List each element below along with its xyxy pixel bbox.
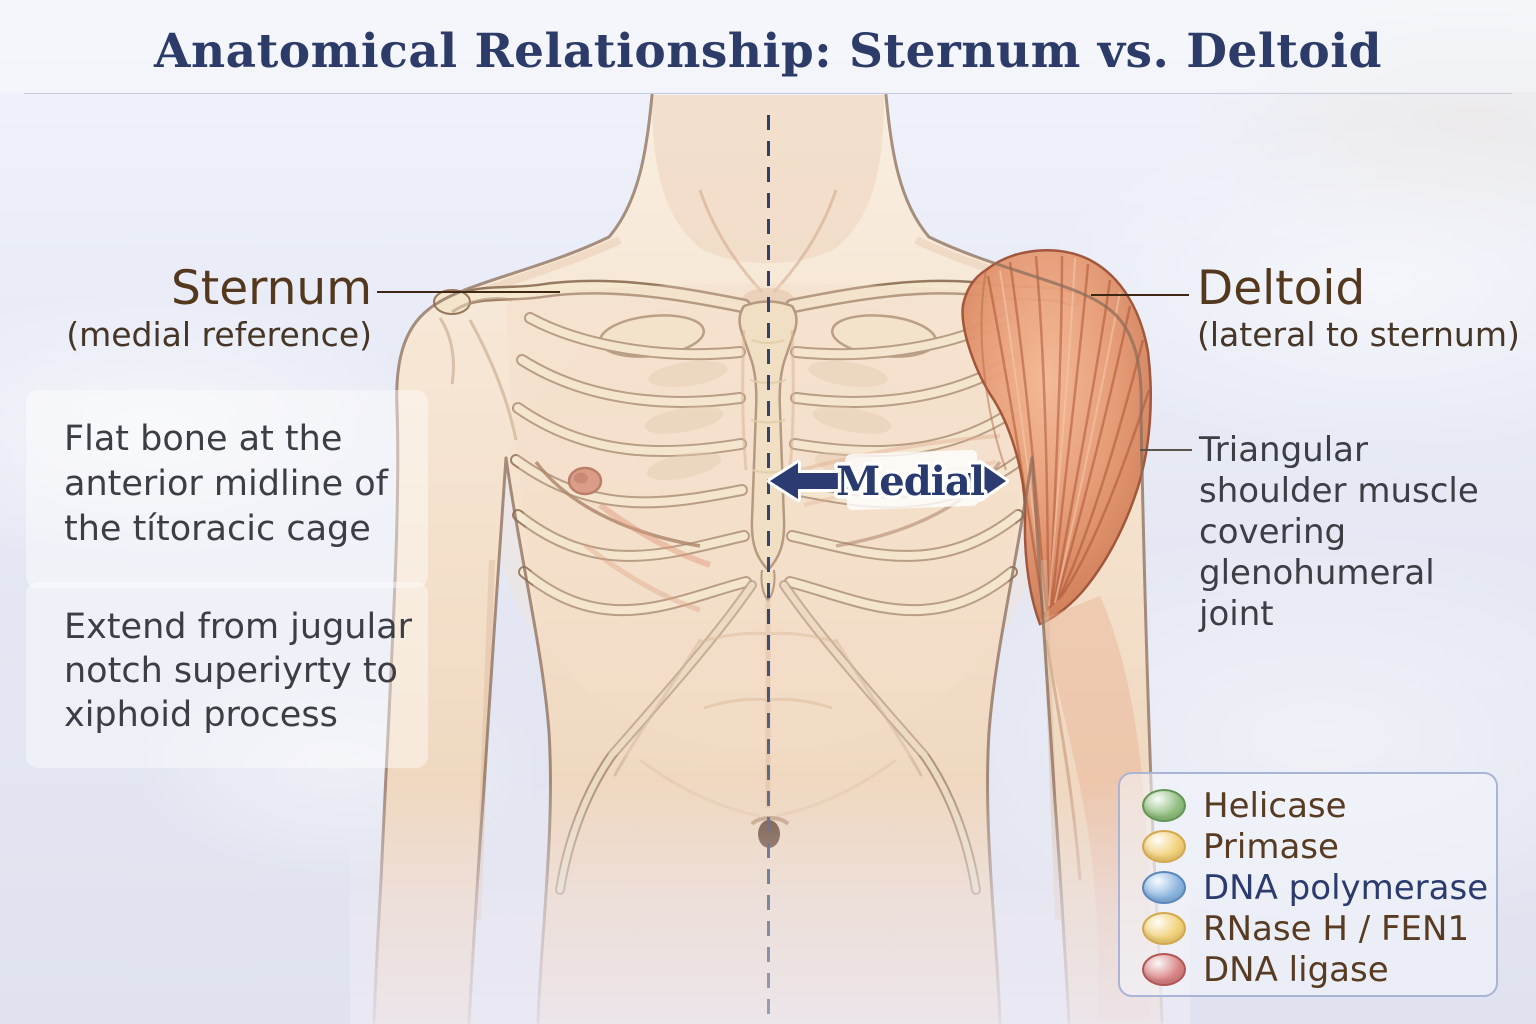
- deltoid-desc-leader-line: [1140, 449, 1192, 451]
- legend-row: Primase: [1142, 826, 1496, 867]
- medial-label: Medial: [836, 458, 985, 505]
- deltoid-description: Triangular shoulder muscle covering glen…: [1199, 430, 1479, 634]
- legend-row: Helicase: [1142, 785, 1496, 826]
- legend-label: Helicase: [1203, 785, 1347, 826]
- sternum-label-block: Sternum (medial reference): [40, 263, 372, 354]
- title-divider: [24, 93, 1512, 94]
- skin-wash: [506, 283, 1032, 764]
- sternum-description-2: Extend from jugular notch superiyrty to …: [64, 607, 413, 735]
- legend-swatch: [1142, 830, 1186, 863]
- sternum-desc-panel-2: [26, 582, 428, 768]
- legend-swatch: [1142, 789, 1186, 822]
- sternum-desc-panel-1: [26, 390, 428, 588]
- deltoid-label: Deltoid: [1197, 261, 1366, 316]
- legend-label: DNA polymerase: [1203, 867, 1489, 908]
- medial-label-card: [845, 449, 979, 511]
- deltoid-label-block: Deltoid (lateral to sternum): [1197, 263, 1527, 354]
- legend-swatch: [1142, 871, 1186, 904]
- legend-row: DNA polymerase: [1142, 867, 1496, 908]
- legend-label: Primase: [1203, 826, 1339, 867]
- page-title: Anatomical Relationship: Sternum vs. Del…: [154, 24, 1382, 79]
- sternum-label: Sternum: [170, 261, 372, 316]
- sternum-sublabel: (medial reference): [66, 314, 372, 354]
- sternum-description-1: Flat bone at the anterior midline of the…: [64, 419, 388, 549]
- legend-box: Helicase Primase DNA polymerase RNase H …: [1118, 772, 1498, 997]
- legend-label: DNA ligase: [1203, 949, 1389, 990]
- legend-swatch: [1142, 953, 1186, 986]
- medial-arrow-badge: Medial: [767, 449, 1009, 511]
- legend-label: RNase H / FEN1: [1203, 908, 1470, 949]
- deltoid-sublabel: (lateral to sternum): [1197, 314, 1520, 354]
- nipple-left: [567, 466, 603, 496]
- legend-swatch: [1142, 912, 1186, 945]
- sternum-leader-line: [377, 291, 560, 293]
- legend-row: DNA ligase: [1142, 949, 1496, 990]
- deltoid-leader-line: [1091, 294, 1189, 296]
- title-band: [0, 0, 1536, 92]
- medial-arrow-left: [767, 460, 851, 502]
- medial-arrow-right: [965, 460, 1009, 502]
- left-shoulder-hints: [438, 297, 518, 441]
- legend-row: RNase H / FEN1: [1142, 908, 1496, 949]
